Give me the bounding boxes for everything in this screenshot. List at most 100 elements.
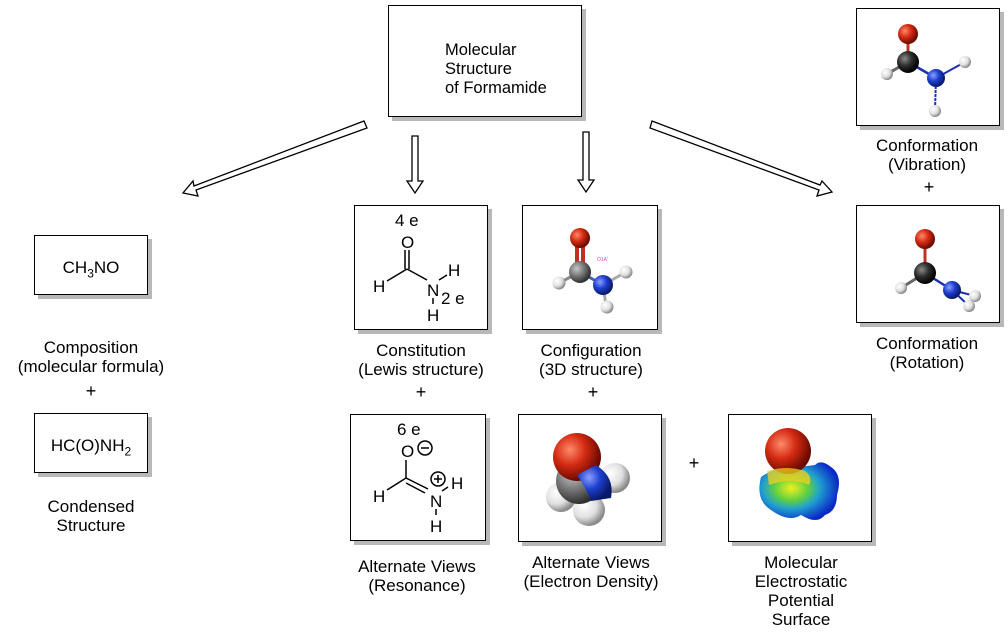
label-line: Electrostatic — [754, 572, 848, 591]
root-title-line: Molecular — [445, 41, 517, 59]
hydrogen-atom — [929, 105, 941, 117]
atom-nitrogen: N — [430, 492, 442, 511]
label-line: Condensed — [47, 497, 135, 516]
ball-and-stick-model: O1A' — [552, 228, 633, 314]
rotation-box — [856, 205, 1000, 323]
arrow-to-composition-shape — [181, 120, 368, 197]
hydrogen-atom — [969, 290, 981, 302]
hydrogen-atom — [963, 300, 975, 312]
atom-tag: O1A' — [597, 257, 608, 263]
root-title-line: of Formamide — [445, 79, 547, 97]
vibration-box — [856, 8, 1000, 126]
resonance-label: Alternate Views (Resonance) — [336, 557, 498, 595]
plus-sign: + — [85, 381, 97, 401]
label-line: Conformation — [875, 136, 979, 155]
electron-density-box — [518, 414, 662, 542]
root-title: Molecular Structure of Formamide — [445, 41, 547, 98]
atom-hydrogen: H — [448, 261, 460, 280]
atom-hydrogen: H — [373, 277, 385, 296]
root-title-line: Structure — [445, 60, 512, 78]
plus-sign: + — [923, 177, 935, 197]
atom-hydrogen: H — [430, 517, 442, 536]
mep-surface-box — [728, 414, 872, 542]
electron-count: 6 e — [397, 420, 421, 439]
label-line: (Lewis structure) — [358, 360, 484, 379]
atom-hydrogen: H — [451, 474, 463, 493]
oxygen-atom — [898, 24, 918, 44]
label-line: (Rotation) — [889, 353, 965, 372]
formula-subscript: 3 — [87, 266, 94, 281]
hydrogen-atom — [552, 276, 566, 290]
arrow-to-conformation — [649, 120, 834, 197]
label-line: Molecular — [764, 553, 838, 572]
resonance-box: 6 e O H N H H — [350, 414, 486, 541]
formula-part: NO — [93, 258, 120, 277]
electron-count: 2 e — [441, 289, 465, 308]
condensed-structure-label: Condensed Structure — [0, 497, 182, 535]
plus-sign: + — [415, 382, 427, 402]
nitrogen-atom — [927, 69, 945, 87]
plus-sign: + — [688, 453, 700, 473]
hydrogen-atom — [619, 265, 633, 279]
rotation-model — [895, 229, 981, 312]
vibration-label: Conformation (Vibration) — [846, 136, 1008, 174]
atom-hydrogen: H — [373, 487, 385, 506]
cn-bond — [406, 268, 428, 281]
ch-bond — [386, 268, 408, 282]
label-line: (Resonance) — [368, 576, 466, 595]
formula-subscript: 2 — [124, 444, 132, 459]
label-line: Alternate Views — [532, 553, 650, 572]
arrow-to-constitution — [405, 135, 425, 195]
molecular-formula-box: CH3NO — [34, 235, 148, 295]
root-box: Molecular Structure of Formamide — [388, 5, 582, 117]
composition-label: Composition (molecular formula) — [0, 338, 182, 376]
negative-charge-circle — [417, 440, 433, 456]
nitrogen-atom — [943, 281, 961, 299]
label-line: Composition — [43, 338, 139, 357]
label-line: Conformation — [875, 334, 979, 353]
condensed-structure-box: HC(O)NH2 — [34, 413, 148, 473]
label-line: Alternate Views — [358, 557, 476, 576]
electron-count: 4 e — [395, 211, 419, 230]
lewis-structure: 4 e O H N H H 2 e — [373, 211, 465, 325]
space-filling-model — [546, 433, 630, 526]
hydrogen-atom — [895, 282, 907, 294]
oxygen-atom — [915, 229, 935, 249]
intermediate-potential-band — [767, 468, 811, 485]
atom-nitrogen: N — [427, 281, 439, 300]
nh-bond — [438, 274, 448, 281]
nh-bond — [441, 486, 449, 492]
label-line: Structure — [56, 516, 126, 535]
formula-part: HC(O)NH — [50, 436, 125, 455]
resonance-structure: 6 e O H N H H — [373, 420, 463, 536]
carbon-atom — [897, 51, 919, 73]
negative-potential-region — [765, 428, 811, 474]
carbon-atom — [569, 261, 591, 283]
atom-oxygen: O — [401, 442, 414, 461]
3d-structure-box: O1A' — [522, 205, 658, 330]
arrow-to-configuration — [576, 131, 596, 194]
rotation-label: Conformation (Rotation) — [846, 334, 1008, 372]
formula-part: CH — [62, 258, 88, 277]
mep-label: Molecular Electrostatic Potential Surfac… — [710, 553, 892, 629]
positive-charge-circle — [430, 471, 446, 487]
molecular-formula: CH3NO — [35, 258, 147, 280]
configuration-label: Configuration (3D structure) — [510, 341, 672, 379]
atom-oxygen: O — [401, 233, 414, 252]
constitution-label: Constitution (Lewis structure) — [340, 341, 502, 379]
label-line: (3D structure) — [539, 360, 643, 379]
label-line: Surface — [771, 610, 831, 629]
carbon-atom — [914, 262, 936, 284]
mep-surface — [759, 428, 839, 520]
label-line: Constitution — [376, 341, 466, 360]
condensed-formula: HC(O)NH2 — [35, 436, 147, 458]
vibration-model — [881, 24, 971, 117]
oxygen-atom — [570, 228, 590, 248]
hydrogen-atom — [959, 56, 971, 68]
lewis-structure-box: 4 e O H N H H 2 e — [354, 205, 488, 330]
label-line: (molecular formula) — [17, 357, 165, 376]
cn-double-bond — [405, 477, 429, 490]
ch-bond — [386, 477, 407, 491]
plus-sign: + — [587, 382, 599, 402]
